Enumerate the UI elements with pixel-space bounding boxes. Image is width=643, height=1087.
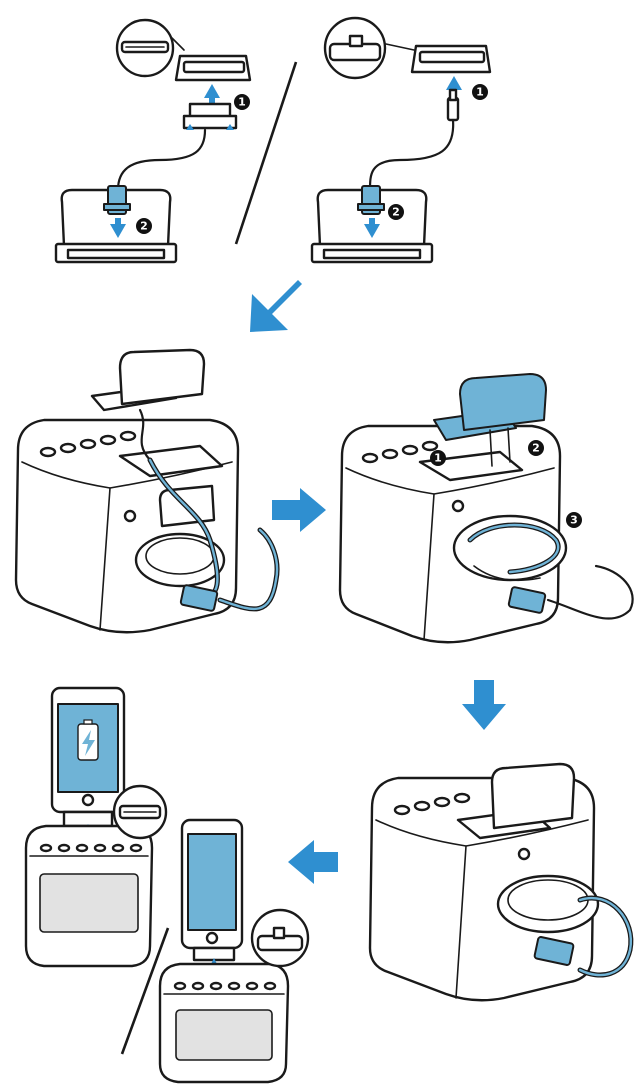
button-row <box>361 440 439 464</box>
cable-wheel <box>496 874 600 934</box>
usb-plug <box>179 584 219 612</box>
button-row <box>39 843 143 853</box>
step-30pin-adapter: 1 2 <box>54 18 252 264</box>
step-number: 2 <box>140 220 148 233</box>
speaker-with-iphone-30pin <box>24 686 168 968</box>
arrow-down-left-icon <box>250 280 302 332</box>
speaker-assembled <box>368 762 634 1002</box>
speaker-grille <box>175 1009 273 1061</box>
speaker-dock-inserted: 1 2 3 <box>338 373 634 644</box>
step-number: 1 <box>434 452 442 465</box>
battery-charging-icon <box>77 719 99 761</box>
button-row <box>39 430 137 458</box>
usb-plug <box>507 586 547 614</box>
divider-line <box>120 927 170 1055</box>
step-number: 1 <box>476 86 484 99</box>
usb-plug <box>533 936 575 966</box>
lightning-plug <box>446 96 460 122</box>
arrow-left-icon <box>288 840 338 884</box>
dock-cradle <box>490 762 576 830</box>
speaker-grille <box>39 873 139 933</box>
step-badge <box>234 94 250 110</box>
speaker-dock-removed <box>14 348 280 634</box>
step-number: 3 <box>570 514 578 527</box>
step-number: 2 <box>532 442 540 455</box>
button-row <box>173 981 277 991</box>
divider-line <box>234 61 298 245</box>
step-number: 2 <box>392 206 400 219</box>
arrow-down-icon <box>462 680 506 730</box>
speaker-with-iphone-lightning <box>158 818 310 1084</box>
button-row <box>393 792 471 816</box>
arrow-right-icon <box>272 488 326 532</box>
step-number: 1 <box>238 96 246 109</box>
cable-wheel <box>134 532 226 588</box>
step-lightning-adapter: 1 2 <box>310 16 492 264</box>
